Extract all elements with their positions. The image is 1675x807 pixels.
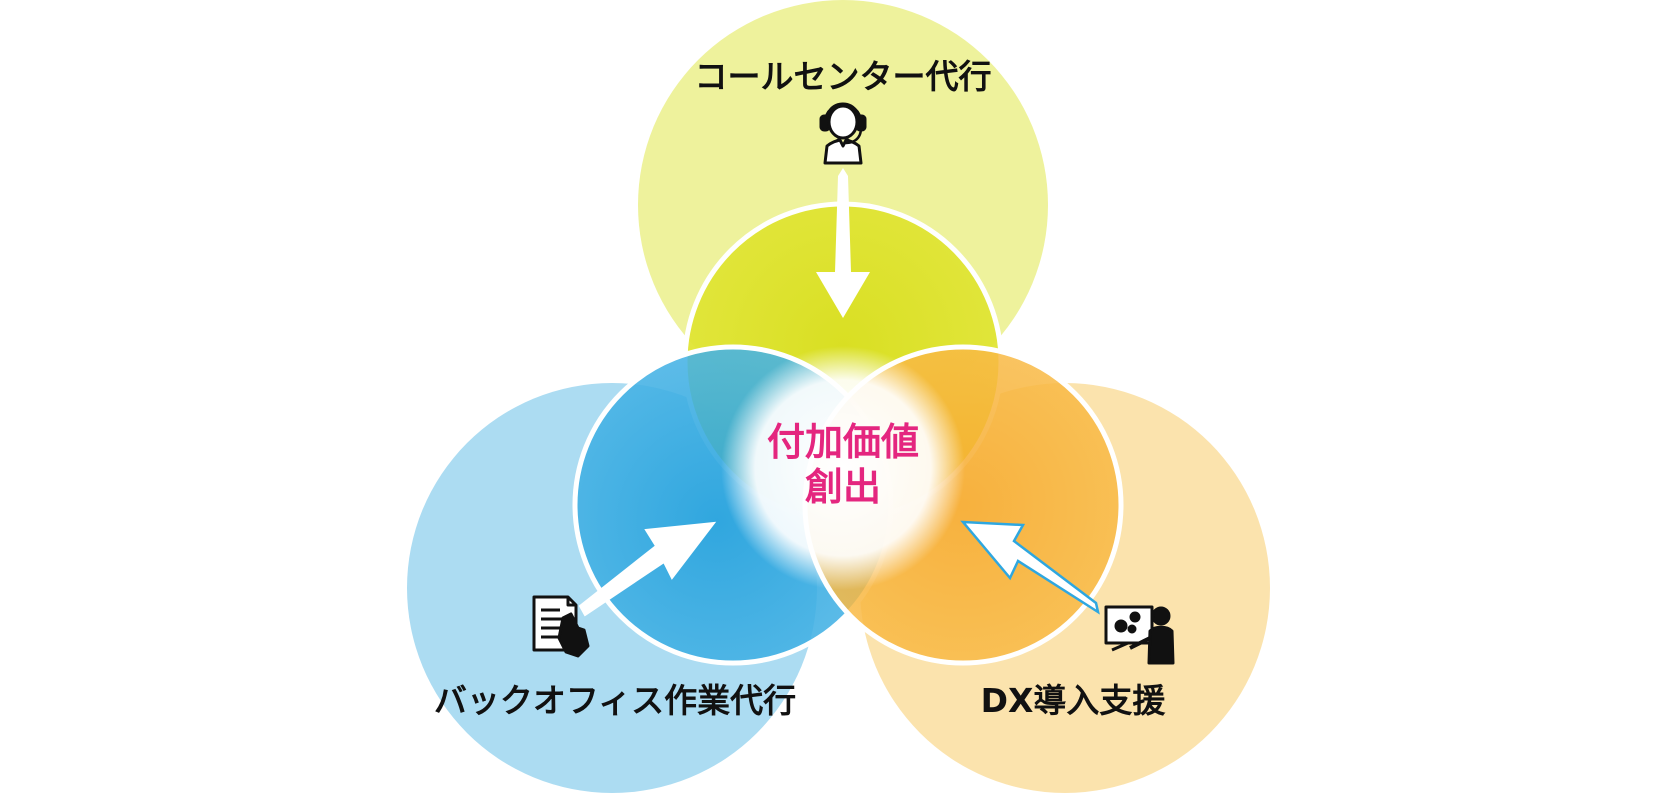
document-tap-icon — [532, 595, 590, 658]
right-arrow — [960, 520, 1100, 615]
presenter-gears-icon — [1104, 605, 1175, 665]
center-glow — [721, 346, 965, 590]
right-label: DX導入支援 — [981, 681, 1167, 720]
left-label: バックオフィス作業代行 — [434, 681, 796, 720]
top-arrow — [816, 168, 870, 318]
top-label: コールセンター代行 — [695, 57, 992, 96]
left-arrow — [578, 521, 717, 617]
center-title-line2: 創出 — [805, 465, 881, 509]
call-center-operator-icon — [819, 102, 867, 165]
center-title-line1: 付加価値 — [767, 420, 919, 464]
